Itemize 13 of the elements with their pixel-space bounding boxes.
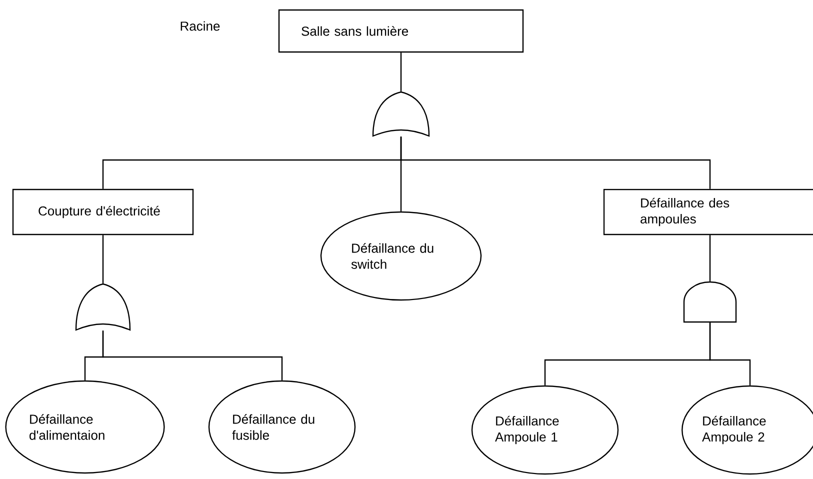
event-box: Salle sans lumière xyxy=(278,9,524,53)
connector-line xyxy=(709,322,751,386)
event-box: Coupture d'électricité xyxy=(12,188,194,236)
connector-line xyxy=(400,136,711,189)
connector-line xyxy=(709,235,711,282)
connector-line xyxy=(102,330,283,380)
connector-line xyxy=(102,235,104,284)
and-gate xyxy=(683,281,737,323)
root-label: Racine xyxy=(180,21,220,31)
or-gate xyxy=(75,283,131,331)
connector-line xyxy=(400,52,402,92)
event-box: Défaillance des ampoules xyxy=(603,188,813,236)
or-gate xyxy=(372,91,430,137)
